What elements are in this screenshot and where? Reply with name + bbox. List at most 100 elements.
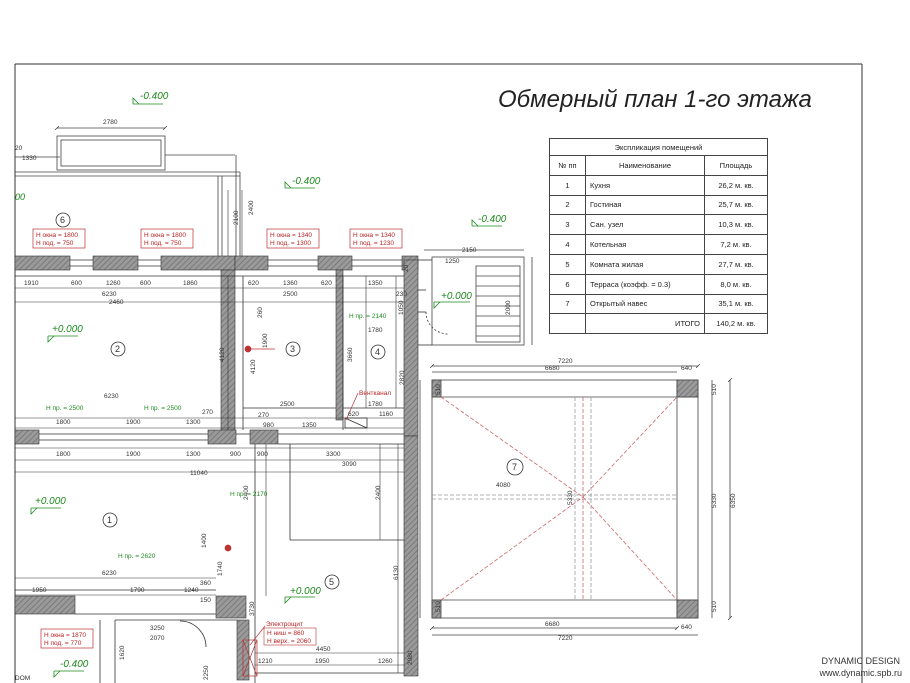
- dimension-label: 2500: [283, 291, 298, 298]
- level-label: -0.400: [478, 214, 507, 225]
- dimension-label: 2500: [280, 401, 295, 408]
- dimension-label: 1350: [368, 280, 383, 287]
- table-caption: Экспликация помещений: [549, 138, 768, 156]
- open-canopy: [419, 366, 730, 636]
- dimension-label: 1330: [22, 155, 37, 162]
- dimension-label: 1360: [283, 280, 298, 287]
- dimension-label: 5330: [567, 490, 574, 505]
- dimension-label: 150: [200, 597, 211, 604]
- dimension-label: 5330: [711, 493, 718, 508]
- dimension-label: 1050: [398, 300, 405, 315]
- dimension-label: 1620: [119, 645, 126, 660]
- dimension-label: 1300: [186, 419, 201, 426]
- dimension-label: 270: [202, 409, 213, 416]
- dimension-label: 1780: [368, 401, 383, 408]
- dimension-label: 1950: [315, 658, 330, 665]
- dimension-label: 1790: [130, 587, 145, 594]
- dimension-label: 1260: [378, 658, 393, 665]
- sheet-frame: [14, 63, 863, 683]
- equipment-notes: Вентканал Электрощит Н ниш = 860 Н верх.…: [263, 390, 391, 646]
- total-label: ИТОГО: [585, 313, 705, 335]
- dimension-label: 2070: [150, 635, 165, 642]
- level-label: -0.400: [140, 91, 169, 102]
- level-label: -0.400: [60, 659, 89, 670]
- dimension-label: 1910: [24, 280, 39, 287]
- column-header: № пп: [549, 155, 586, 176]
- window-note-text: Н окна = 1800: [144, 232, 186, 239]
- dimension-label: 640: [681, 365, 692, 372]
- partial-level-label: 00: [15, 192, 25, 202]
- window-note-text: Н под. = 750: [36, 240, 74, 247]
- room-markers: 1 2 3 4 5 6 7: [55, 212, 524, 590]
- dimension-label: 2780: [103, 119, 118, 126]
- wall-lines: [15, 259, 449, 683]
- dimension-label: 1900: [126, 419, 141, 426]
- dimension-label: 600: [71, 280, 82, 287]
- brand-url: www.dynamic.spb.ru: [819, 668, 902, 678]
- dimension-label: 900: [230, 451, 241, 458]
- dimension-label: 1860: [183, 280, 198, 287]
- dimension-label: 510: [711, 601, 718, 612]
- dimension-label: 3730: [249, 601, 256, 616]
- dimension-label: 510: [435, 384, 442, 395]
- room-marker-1: 1: [107, 515, 112, 525]
- dimension-label: 1950: [32, 587, 47, 594]
- dimension-label: 2080: [407, 650, 414, 665]
- dimension-label: 620: [321, 280, 332, 287]
- dimension-label: 2250: [203, 665, 210, 680]
- dimension-label: 1740: [217, 561, 224, 576]
- vent-label: Вентканал: [359, 390, 391, 397]
- dimension-label: Н пр. = 2500: [46, 405, 84, 412]
- dimension-label: 6230: [104, 393, 119, 400]
- dimension-label: 1350: [302, 422, 317, 429]
- dimension-label: 2820: [399, 370, 406, 385]
- panel-title: Электрощит: [266, 621, 303, 628]
- dimension-label: Н пр. = 2500: [144, 405, 182, 412]
- dimension-label: 230: [396, 291, 407, 298]
- level-markers: -0.400 -0.400 -0.400 +0.000 +0.000 +0.00…: [15, 91, 507, 678]
- level-label: +0.000: [290, 586, 321, 597]
- dimension-label: DOM: [15, 675, 30, 682]
- level-label: +0.000: [35, 496, 66, 507]
- red-leaders: [224, 345, 359, 677]
- dimension-label: 4120: [219, 347, 226, 362]
- level-label: +0.000: [441, 291, 472, 302]
- terrace: [424, 249, 533, 346]
- level-label: +0.000: [52, 324, 83, 335]
- dimension-label: 260: [257, 307, 264, 318]
- window-note-text: Н под. = 1230: [353, 240, 394, 247]
- room-marker-5: 5: [329, 577, 334, 587]
- page-title: Обмерный план 1-го этажа: [498, 86, 812, 113]
- dimension-label: 7220: [558, 358, 573, 365]
- dimension-lines: [15, 190, 404, 673]
- column-header: Площадь: [704, 155, 768, 176]
- dimension-label: 20: [403, 264, 410, 272]
- panel-top: Н верх. = 2060: [267, 638, 311, 645]
- dimension-label: Н пр. = 2620: [118, 553, 156, 560]
- opening-notes: Н пр. = 2500 Н пр. = 2500 Н пр. = 2140 Н…: [46, 313, 387, 560]
- top-balcony: [15, 128, 241, 256]
- dimension-label: 980: [263, 422, 274, 429]
- dimension-label: 2400: [375, 485, 382, 500]
- dimension-label: 640: [681, 624, 692, 631]
- dimension-label: 11040: [190, 470, 208, 477]
- dimension-label: 510: [435, 601, 442, 612]
- dimension-label: 6130: [393, 565, 400, 580]
- dimension-texts: 2780 1330 20 2100 2400 2150 1250 2000 10…: [15, 119, 737, 682]
- dimension-label: Н пр. = 2170: [230, 491, 268, 498]
- dimension-label: 1900: [126, 451, 141, 458]
- room-marker-4: 4: [375, 347, 380, 357]
- dimension-label: 1800: [56, 419, 71, 426]
- dimension-label: 6230: [102, 570, 117, 577]
- dimension-label: 6350: [730, 493, 737, 508]
- dimension-label: 2150: [462, 247, 477, 254]
- column-header: Наименование: [585, 155, 705, 176]
- dimension-label: 1900: [262, 333, 269, 348]
- dimension-label: 7220: [558, 635, 573, 642]
- panel-height: Н ниш = 860: [267, 630, 305, 637]
- window-note-text: Н окна = 1800: [36, 232, 78, 239]
